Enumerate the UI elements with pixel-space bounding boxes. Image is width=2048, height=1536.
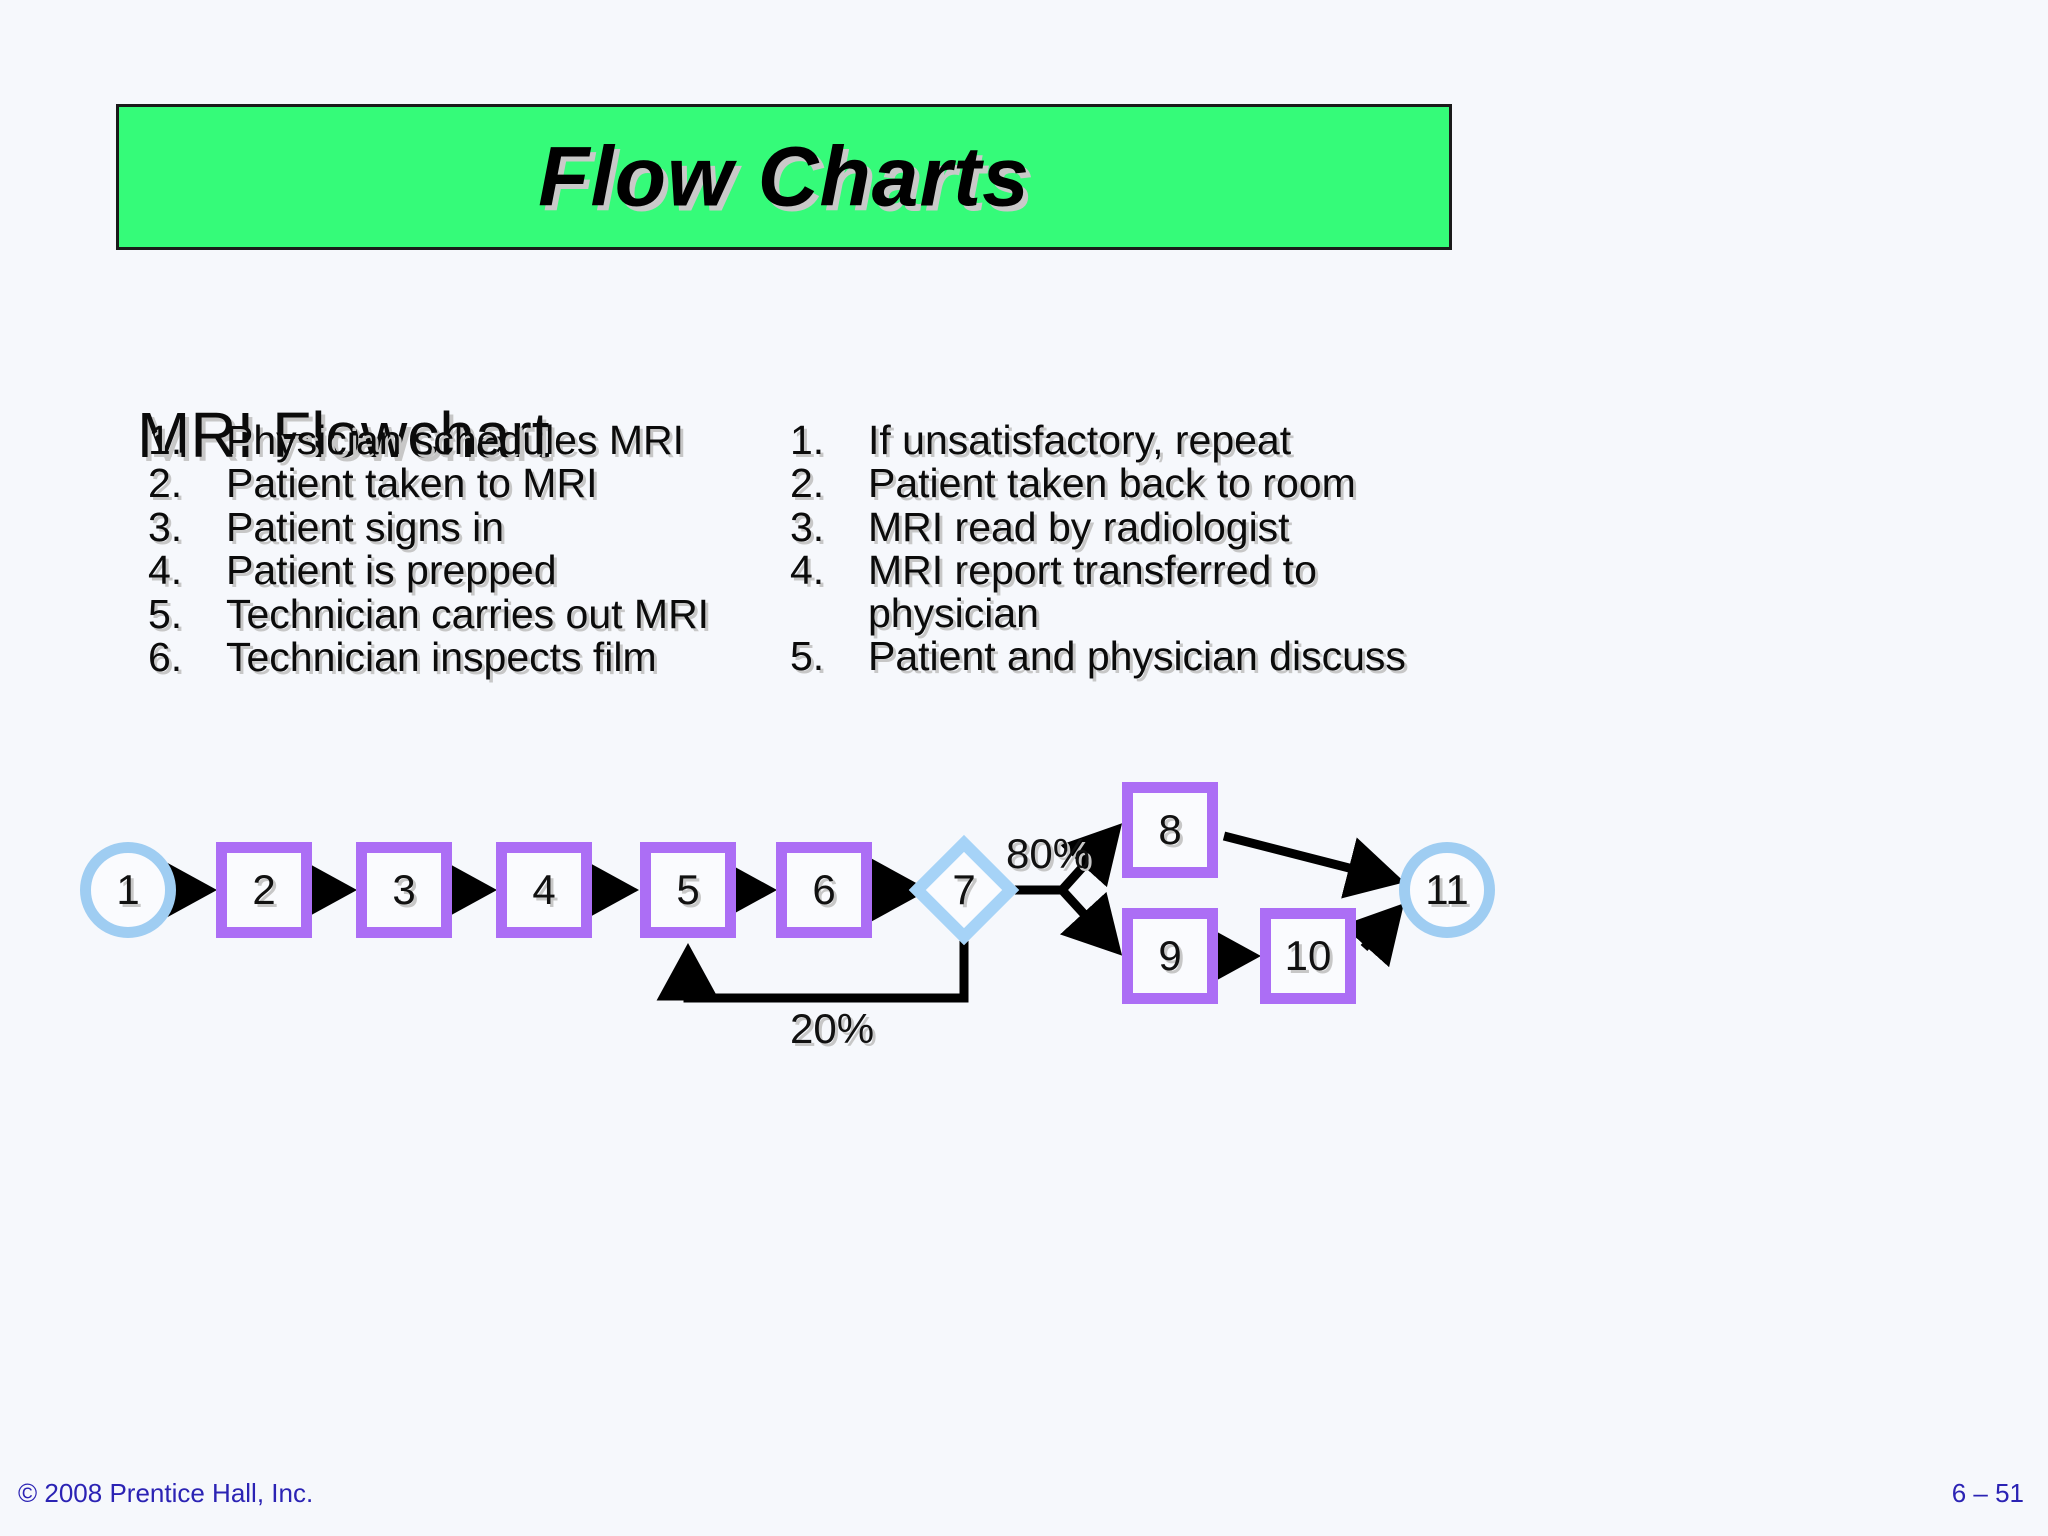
flow-node-2[interactable]: 2 [216,842,312,938]
list-item-label: MRI report transferred to physician [868,547,1317,636]
list-item-number: 3. [790,503,825,550]
list-item-number: 6. [148,634,183,681]
page-title: Flow Charts [538,129,1030,224]
list-item: 2. Patient taken to MRI [148,460,788,507]
list-item-label: MRI read by radiologist [868,503,1290,550]
list-item-label: Patient taken to MRI [226,460,598,507]
flow-node-1[interactable]: 1 [80,842,176,938]
flow-node-9[interactable]: 9 [1122,908,1218,1004]
list-item-number: 1. [148,417,183,463]
list-item: 6. Technician inspects film [148,634,788,681]
flow-node-3[interactable]: 3 [356,842,452,938]
list-item-label: If unsatisfactory, repeat [868,417,1292,463]
list-item-label: Technician inspects film [226,634,657,681]
list-item-number: 2. [790,460,825,507]
flow-node-5[interactable]: 5 [640,842,736,938]
branch-label-80: 80% [1006,830,1091,877]
list-item-number: 5. [148,590,183,637]
title-banner: Flow Charts [116,104,1452,250]
list-item: 1. If unsatisfactory, repeat [790,417,1470,463]
list-item-number: 3. [148,503,183,550]
flow-node-11[interactable]: 11 [1399,842,1495,938]
flow-node-8[interactable]: 8 [1122,782,1218,878]
list-item: 3. MRI read by radiologist [790,503,1470,550]
list-item: 5. Technician carries out MRI [148,590,788,637]
list-item-label: Patient and physician discuss [868,633,1406,680]
steps-list-left: 1. Physician schedules MRI 2. Patient ta… [148,419,788,680]
steps-list-right: 1. If unsatisfactory, repeat 2. Patient … [790,419,1470,679]
list-item-label: Patient is prepped [226,547,557,594]
list-item: 2. Patient taken back to room [790,460,1470,507]
list-item: 5. Patient and physician discuss [790,633,1470,680]
footer-page-number: 6 – 51 [1951,1478,2024,1508]
branch-label-20: 20% [790,1005,875,1052]
flow-node-4[interactable]: 4 [496,842,592,938]
list-item-label: Patient taken back to room [868,460,1356,507]
flow-node-7-decision[interactable]: 7 [908,834,1020,946]
list-item: 4. MRI report transferred to physician [790,549,1470,634]
list-item-label: Patient signs in [226,503,505,550]
list-item-number: 1. [790,417,825,463]
list-item-label: Technician carries out MRI [226,590,710,637]
flow-node-7-label: 7 [952,866,976,913]
list-item: 4. Patient is prepped [148,547,788,594]
flowchart-connectors [159,823,1405,1003]
list-item: 3. Patient signs in [148,503,788,550]
list-item-label: Physician schedules MRI [226,417,685,463]
list-item-number: 4. [148,547,183,594]
list-item-number: 5. [790,633,825,680]
list-item-number: 4. [790,547,825,594]
flow-node-6[interactable]: 6 [776,842,872,938]
mri-flowchart: 1 2 3 4 5 6 7 8 9 10 11 80% 20% [0,740,2048,1300]
slide-subtitle: MRI Flowchart [137,399,550,471]
list-item-number: 2. [148,460,183,507]
list-item: 1. Physician schedules MRI [148,417,788,463]
flow-node-10[interactable]: 10 [1260,908,1356,1004]
footer-copyright: © 2008 Prentice Hall, Inc. [18,1478,314,1508]
